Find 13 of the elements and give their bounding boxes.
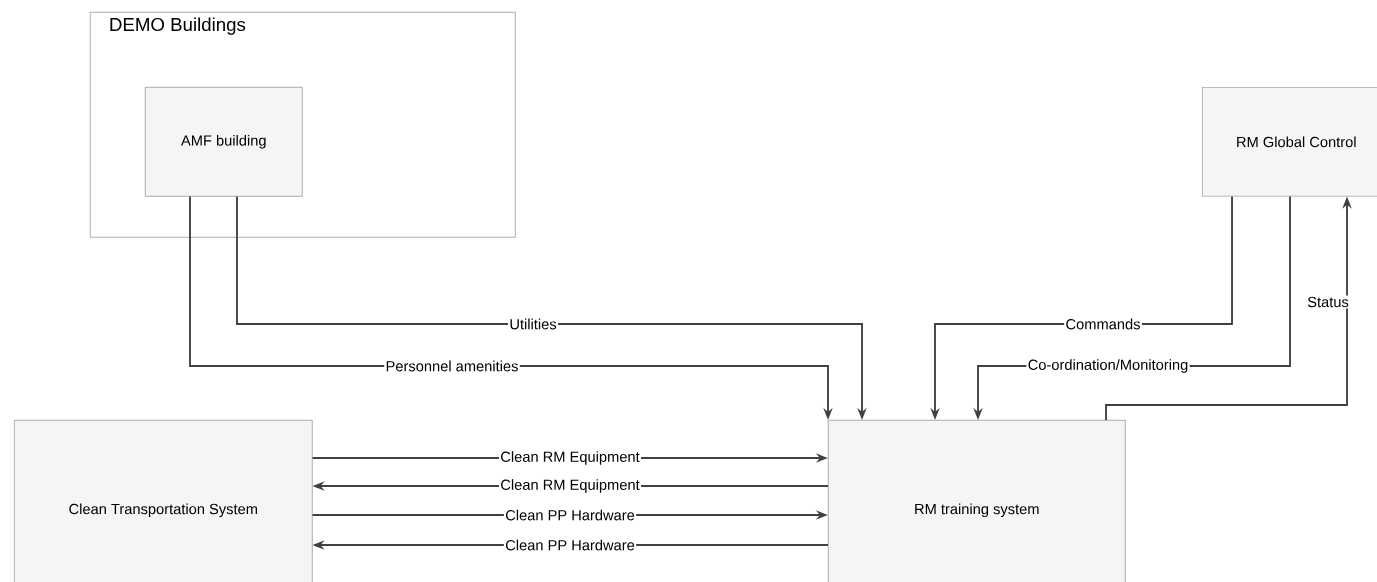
process-box: Clean Transportation System <box>14 420 313 582</box>
edge-label: Clean PP Hardware <box>503 508 637 522</box>
process-box: AMF building <box>145 87 303 197</box>
edge-label: Utilities <box>508 317 558 331</box>
edge-label: Personnel amenities <box>384 359 520 373</box>
process-box: RM training system <box>828 420 1126 582</box>
edge-label: Co-ordination/Monitoring <box>1026 357 1190 375</box>
edge-label: Commands <box>1064 317 1142 331</box>
edge-label: Status <box>1305 295 1351 309</box>
edge-label: Clean RM Equipment <box>498 477 642 495</box>
edge-label: Clean PP Hardware <box>503 538 637 552</box>
edge-label: Clean RM Equipment <box>498 449 642 467</box>
process-box: RM Global Control <box>1202 87 1377 197</box>
